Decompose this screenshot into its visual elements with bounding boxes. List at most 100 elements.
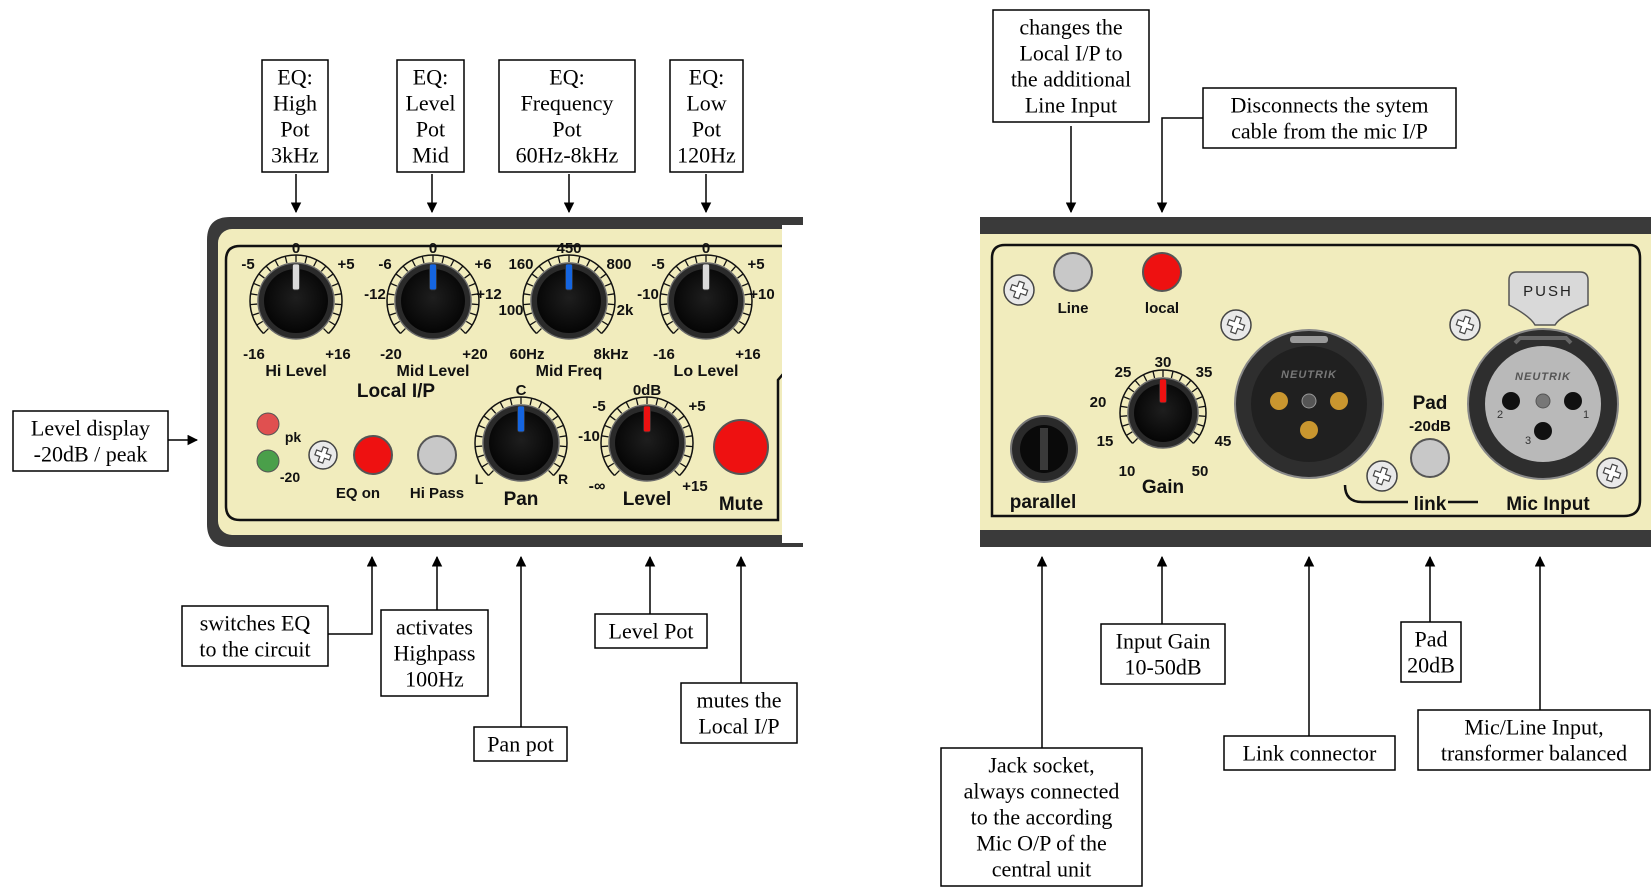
gain-label-35: 35 bbox=[1196, 364, 1213, 381]
knob-mid-level-tick bbox=[421, 256, 425, 264]
knob-pan-pointer bbox=[517, 405, 525, 433]
knob-mid-level-tick bbox=[395, 273, 402, 279]
knob-level-tick bbox=[625, 401, 630, 409]
hi-pass-label: Hi Pass bbox=[410, 485, 464, 502]
knob-level-label-ul: -5 bbox=[592, 398, 605, 415]
knob-hi-level-tick bbox=[284, 256, 288, 264]
knob-mid-freq-label-ml: 100 bbox=[498, 302, 523, 319]
knob-level-tick bbox=[685, 435, 693, 438]
callout-line-switch-line-3: the additional bbox=[1011, 66, 1131, 91]
knob-hi-level bbox=[249, 254, 343, 340]
knob-mid-freq-tick bbox=[607, 303, 615, 306]
knob-lo-level-tick bbox=[663, 282, 671, 287]
knob-mid-level-label-mr: +12 bbox=[476, 286, 501, 303]
knob-gain-tick bbox=[1170, 371, 1174, 379]
knob-mid-freq-tick bbox=[601, 320, 609, 326]
callout-eq-high-line-4: 3kHz bbox=[271, 142, 319, 167]
knob-lo-level-tick bbox=[744, 293, 752, 296]
link-connector-brand: NEUTRIK bbox=[1281, 369, 1337, 381]
knob-gain-tick bbox=[1120, 415, 1128, 418]
knob-level-tick bbox=[674, 470, 680, 476]
knob-gain-tick bbox=[1191, 387, 1199, 393]
knob-lo-level-label-ml: -10 bbox=[637, 286, 659, 303]
left-screw-slot bbox=[314, 446, 332, 464]
knob-hi-level-tick bbox=[250, 293, 258, 296]
knob-mid-freq-tick bbox=[525, 312, 533, 316]
knob-hi-level-label-ul: -5 bbox=[241, 256, 254, 273]
knob-lo-level-tick bbox=[666, 320, 674, 326]
callout-highpass-line-3: 100Hz bbox=[405, 666, 464, 691]
knob-mid-level-tick bbox=[402, 265, 409, 272]
knob-mid-freq-tick bbox=[547, 259, 552, 267]
callout-eq-level-mid-line-2: Level bbox=[405, 90, 455, 115]
knob-gain-tick bbox=[1132, 437, 1139, 444]
knob-hi-level-tick bbox=[334, 293, 342, 296]
knob-level-tick bbox=[635, 398, 639, 406]
knob-mid-freq-label-br: 8kHz bbox=[593, 346, 628, 363]
knob-gain bbox=[1119, 369, 1207, 449]
callout-eq-high-box bbox=[261, 59, 329, 173]
knob-level-tick bbox=[603, 454, 611, 458]
gain-label: Gain bbox=[1142, 477, 1184, 498]
knob-pan-tick bbox=[499, 401, 504, 409]
knob-gain-tick bbox=[1120, 405, 1128, 409]
knob-hi-level-cap bbox=[264, 269, 328, 333]
knob-mid-freq-tick bbox=[577, 256, 581, 264]
callout-line-switch-box bbox=[992, 9, 1150, 123]
knob-pan-label-top: C bbox=[516, 382, 527, 399]
callout-eq-low-line-1: EQ: bbox=[689, 64, 724, 89]
knob-mid-level-tick bbox=[457, 265, 464, 272]
callout-eq-high-line-1: EQ: bbox=[277, 64, 312, 89]
knob-hi-level-tick bbox=[323, 328, 329, 334]
knob-gain-tick bbox=[1198, 415, 1206, 418]
knob-pan-tick bbox=[557, 454, 565, 458]
mic-input-key bbox=[1513, 336, 1573, 345]
knob-mid-freq-scale-arc bbox=[522, 254, 616, 335]
callout-line-switch-line-1: changes the bbox=[1019, 14, 1122, 39]
knob-gain-tick bbox=[1125, 431, 1133, 437]
local-button bbox=[1142, 252, 1182, 292]
knob-mid-level-tick bbox=[468, 282, 476, 287]
knob-pan-tick bbox=[483, 415, 490, 421]
knob-pan-scale-arc bbox=[474, 396, 568, 477]
arrow-eq-switch bbox=[328, 555, 378, 635]
knob-lo-level bbox=[659, 254, 753, 340]
callout-link-connector-line-1: Link connector bbox=[1243, 740, 1377, 765]
knob-mid-freq-tick bbox=[596, 328, 602, 334]
callout-line-switch-line-4: Line Input bbox=[1025, 92, 1117, 117]
knob-lo-level-tick bbox=[662, 312, 670, 316]
knob-hi-level-tick bbox=[304, 256, 308, 264]
knob-lo-level-tick bbox=[738, 320, 746, 326]
callout-eq-freq-box bbox=[498, 59, 636, 173]
knob-pan-tick bbox=[481, 462, 489, 468]
callout-eq-level-mid-line-4: Mid bbox=[412, 142, 449, 167]
knob-pan-tick bbox=[552, 415, 559, 421]
eq-on-label: EQ on bbox=[336, 485, 380, 502]
local-button-label: local bbox=[1145, 300, 1179, 317]
knob-level-tick bbox=[683, 454, 691, 458]
knob-hi-level-tick bbox=[327, 273, 334, 279]
callout-link-connector-box bbox=[1223, 735, 1396, 771]
knob-mid-level-tick bbox=[411, 259, 416, 267]
knob-lo-level-label-ur: +5 bbox=[747, 256, 764, 273]
knob-lo-level-tick bbox=[673, 328, 679, 334]
knob-mid-level-cap bbox=[401, 269, 465, 333]
link-center-screw bbox=[1301, 393, 1317, 409]
knob-hi-level-scale-arc bbox=[249, 254, 343, 335]
callout-eq-freq-line-3: Pot bbox=[552, 116, 581, 141]
knob-mid-freq-pointer bbox=[565, 263, 573, 291]
knob-mid-level-tick bbox=[400, 328, 406, 334]
knob-mid-freq-tick bbox=[531, 273, 538, 279]
knob-lo-level-label-br: +16 bbox=[735, 346, 760, 363]
knob-lo-level-tick bbox=[744, 303, 752, 306]
callout-eq-high-line-3: Pot bbox=[280, 116, 309, 141]
callout-eq-switch-box bbox=[181, 605, 329, 667]
knob-gain-tick bbox=[1142, 374, 1148, 382]
peak-led-label: pk bbox=[285, 429, 302, 445]
callout-disconnect-box bbox=[1202, 87, 1457, 149]
knob-hi-level-tick bbox=[320, 265, 327, 272]
callout-mute-line-1: mutes the bbox=[697, 687, 782, 712]
knob-level-label-bl: -∞ bbox=[589, 478, 606, 495]
knob-mid-freq-tick bbox=[526, 282, 534, 287]
pad-value-label: -20dB bbox=[1409, 418, 1451, 435]
